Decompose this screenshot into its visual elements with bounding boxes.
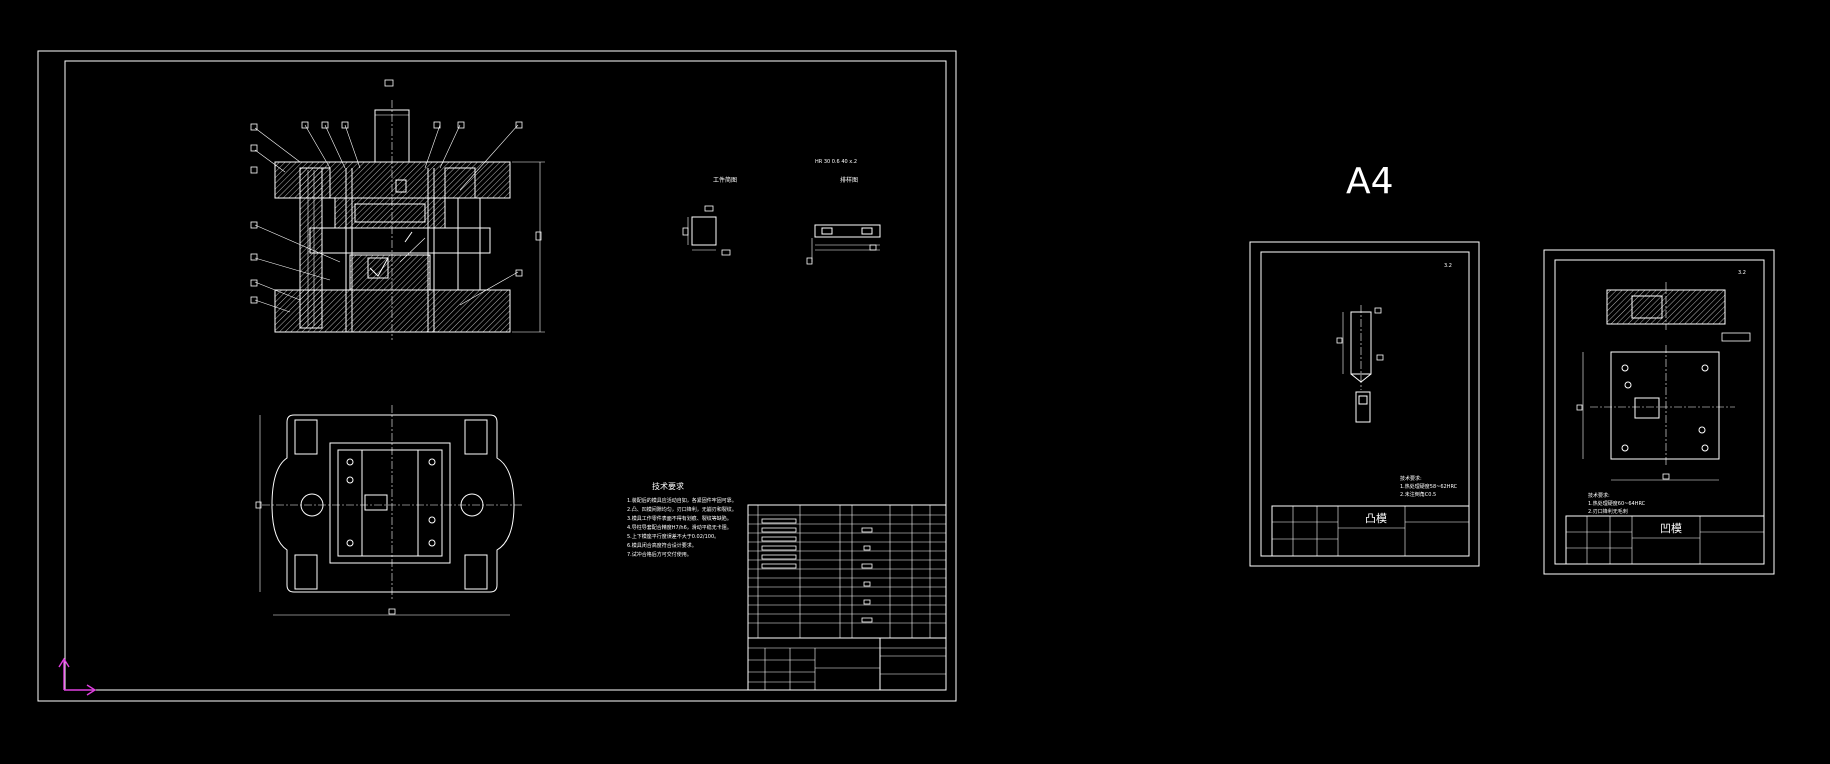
die-note-2: 2.刃口锋利无毛刺 xyxy=(1588,508,1628,515)
tech-req-title: 技术要求 xyxy=(652,481,684,491)
die-section-view xyxy=(1606,282,1751,342)
punch-note-title: 技术要求: xyxy=(1400,475,1422,482)
technical-requirements-block: 技术要求 1.装配后的模具应活动自如，各紧固件牢固可靠。 2.凸、凹模间隙均匀，… xyxy=(627,481,737,558)
part-sketch-title: 工件简图 xyxy=(713,176,737,184)
die-note-1: 1.热处理硬度60~64HRC xyxy=(1588,500,1646,507)
die-sheet-border xyxy=(1543,249,1775,575)
punch-title-block: 凸模 xyxy=(1271,505,1470,557)
svg-text:3.2: 3.2 xyxy=(1738,270,1746,276)
front-section-view xyxy=(250,79,545,340)
ucs-icon xyxy=(58,657,97,696)
die-detail-sheet[interactable]: 3.2 技术要求: 1.热处理硬度60~64HRC 2.刃口锋利无毛刺 xyxy=(1543,249,1775,575)
punch-notes: 技术要求: 1.热处理硬度58~62HRC 2.未注倒角C0.5 xyxy=(1400,475,1458,498)
sheet-size-label: A4 xyxy=(1346,161,1394,202)
tech-req-line-3: 3.模具工作零件表面不得有划痕、裂纹等缺陷。 xyxy=(627,515,732,522)
punch-note-1: 1.热处理硬度58~62HRC xyxy=(1400,483,1458,490)
punch-detail-sheet[interactable]: 3.2 技术要求: 1.热处理硬度58~62HRC 2.未注倒角C0.5 xyxy=(1249,241,1480,567)
parts-list-table xyxy=(747,504,947,691)
layout-title: 排样图 xyxy=(840,176,858,184)
tech-req-line-6: 6.模具闭合高度符合设计要求。 xyxy=(627,542,697,549)
punch-part-view xyxy=(1336,305,1384,423)
tech-req-line-1: 1.装配后的模具应活动自如，各紧固件牢固可靠。 xyxy=(627,497,737,504)
punch-sheet-border xyxy=(1249,241,1480,567)
svg-text:HR 30 0.6 40 x.2: HR 30 0.6 40 x.2 xyxy=(815,159,857,165)
svg-text:3.2: 3.2 xyxy=(1444,263,1452,269)
tech-req-line-4: 4.导柱导套配合精度H7/h6，滑动平稳无卡阻。 xyxy=(627,524,732,531)
strip-layout: 排样图 HR 30 0.6 40 x.2 xyxy=(806,159,881,265)
sheet-inner-frame xyxy=(64,60,947,691)
main-assembly-sheet[interactable]: 工件简图 排样图 HR 30 0.6 40 x.2 技术要求 1.装配后的模具应… xyxy=(37,50,957,702)
plan-view xyxy=(255,405,522,616)
tech-req-line-5: 5.上下模座平行度误差不大于0.02/100。 xyxy=(627,533,719,540)
die-title: 凹模 xyxy=(1660,522,1682,535)
die-plan-view xyxy=(1576,345,1735,481)
sheet-outer-border xyxy=(37,50,957,702)
punch-note-2: 2.未注倒角C0.5 xyxy=(1400,491,1436,498)
part-sketch: 工件简图 xyxy=(682,176,737,256)
tech-req-line-2: 2.凸、凹模间隙均匀，刃口锋利，无崩刃和裂纹。 xyxy=(627,506,737,513)
die-note-title: 技术要求: xyxy=(1588,492,1610,499)
tech-req-line-7: 7.试冲合格后方可交付使用。 xyxy=(627,551,692,558)
die-title-block: 凹模 xyxy=(1565,515,1765,565)
punch-title: 凸模 xyxy=(1365,512,1387,525)
die-notes: 技术要求: 1.热处理硬度60~64HRC 2.刃口锋利无毛刺 xyxy=(1588,492,1646,515)
